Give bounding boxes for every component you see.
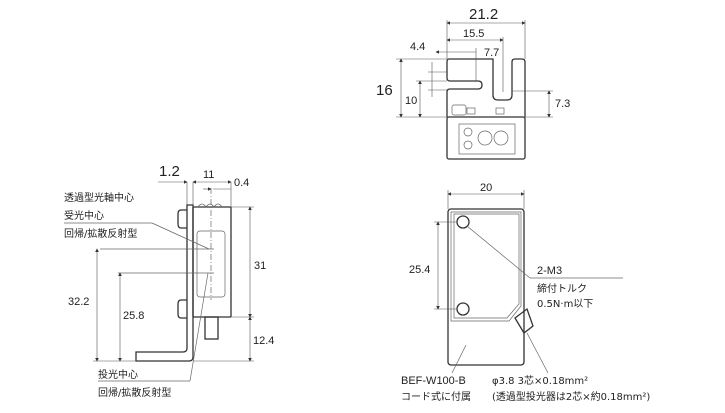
sensor-body-front [447, 208, 525, 366]
dim-7-3: 7.3 [555, 98, 570, 110]
dim-15-5: 15.5 [463, 28, 484, 40]
front-view: 20 25.4 2-M3 締付トルク 0.5N·m以下 BEF-W100-B コ… [401, 182, 650, 403]
dim-20: 20 [480, 182, 492, 194]
label-torque: 締付トルク [537, 282, 587, 295]
dim-1-2: 1.2 [159, 163, 180, 180]
bracket-outline-top [446, 58, 526, 118]
dim-11: 11 [203, 169, 214, 181]
label-reflective-type: 回帰/拡散反射型 [98, 386, 171, 399]
dim-32-2: 32.2 [68, 296, 89, 308]
label-cable-spec: φ3.8 3芯×0.18mm² [492, 374, 588, 387]
dim-31: 31 [254, 260, 266, 272]
indicator-icon [463, 140, 473, 150]
cable-side [204, 316, 219, 340]
dim-10: 10 [405, 95, 417, 107]
dim-4-4: 4.4 [410, 41, 425, 53]
label-bracket-note: コード式に付属 [401, 390, 471, 403]
dim-0-4: 0.4 [234, 177, 249, 189]
dim-16: 16 [376, 82, 393, 99]
label-bracket-model: BEF-W100-B [401, 375, 466, 387]
side-view: 1.2 11 0.4 31 12.4 32.2 25.8 透過型光軸中心 受光中… [64, 163, 274, 399]
indicator-icon [463, 127, 473, 137]
lens-icon [493, 130, 509, 146]
label-through-beam-axis: 透過型光軸中心 [64, 191, 134, 204]
dim-21-2: 21.2 [469, 6, 498, 23]
dim-25-8: 25.8 [123, 310, 144, 322]
bracket-plate-front [453, 213, 520, 319]
cable-front [514, 307, 534, 334]
label-receiver-center: 受光中心 [64, 209, 104, 222]
label-cable-note: (透過型投光器は2芯×約0.18mm²) [492, 390, 650, 403]
dim-12-4: 12.4 [253, 335, 274, 347]
label-screw: 2-M3 [537, 265, 562, 277]
dim-7-7: 7.7 [484, 47, 499, 59]
label-emitter-center: 投光中心 [98, 368, 138, 381]
label-reflective-type: 回帰/拡散反射型 [64, 227, 137, 240]
dim-25-4: 25.4 [409, 264, 430, 276]
mount-hole [456, 302, 470, 316]
top-view: 21.2 15.5 4.4 7.7 16 10 7.3 [376, 6, 570, 160]
lens-icon [477, 130, 493, 146]
connector-panel [458, 123, 516, 155]
window-side [196, 230, 226, 298]
label-torque-value: 0.5N·m以下 [537, 299, 593, 310]
